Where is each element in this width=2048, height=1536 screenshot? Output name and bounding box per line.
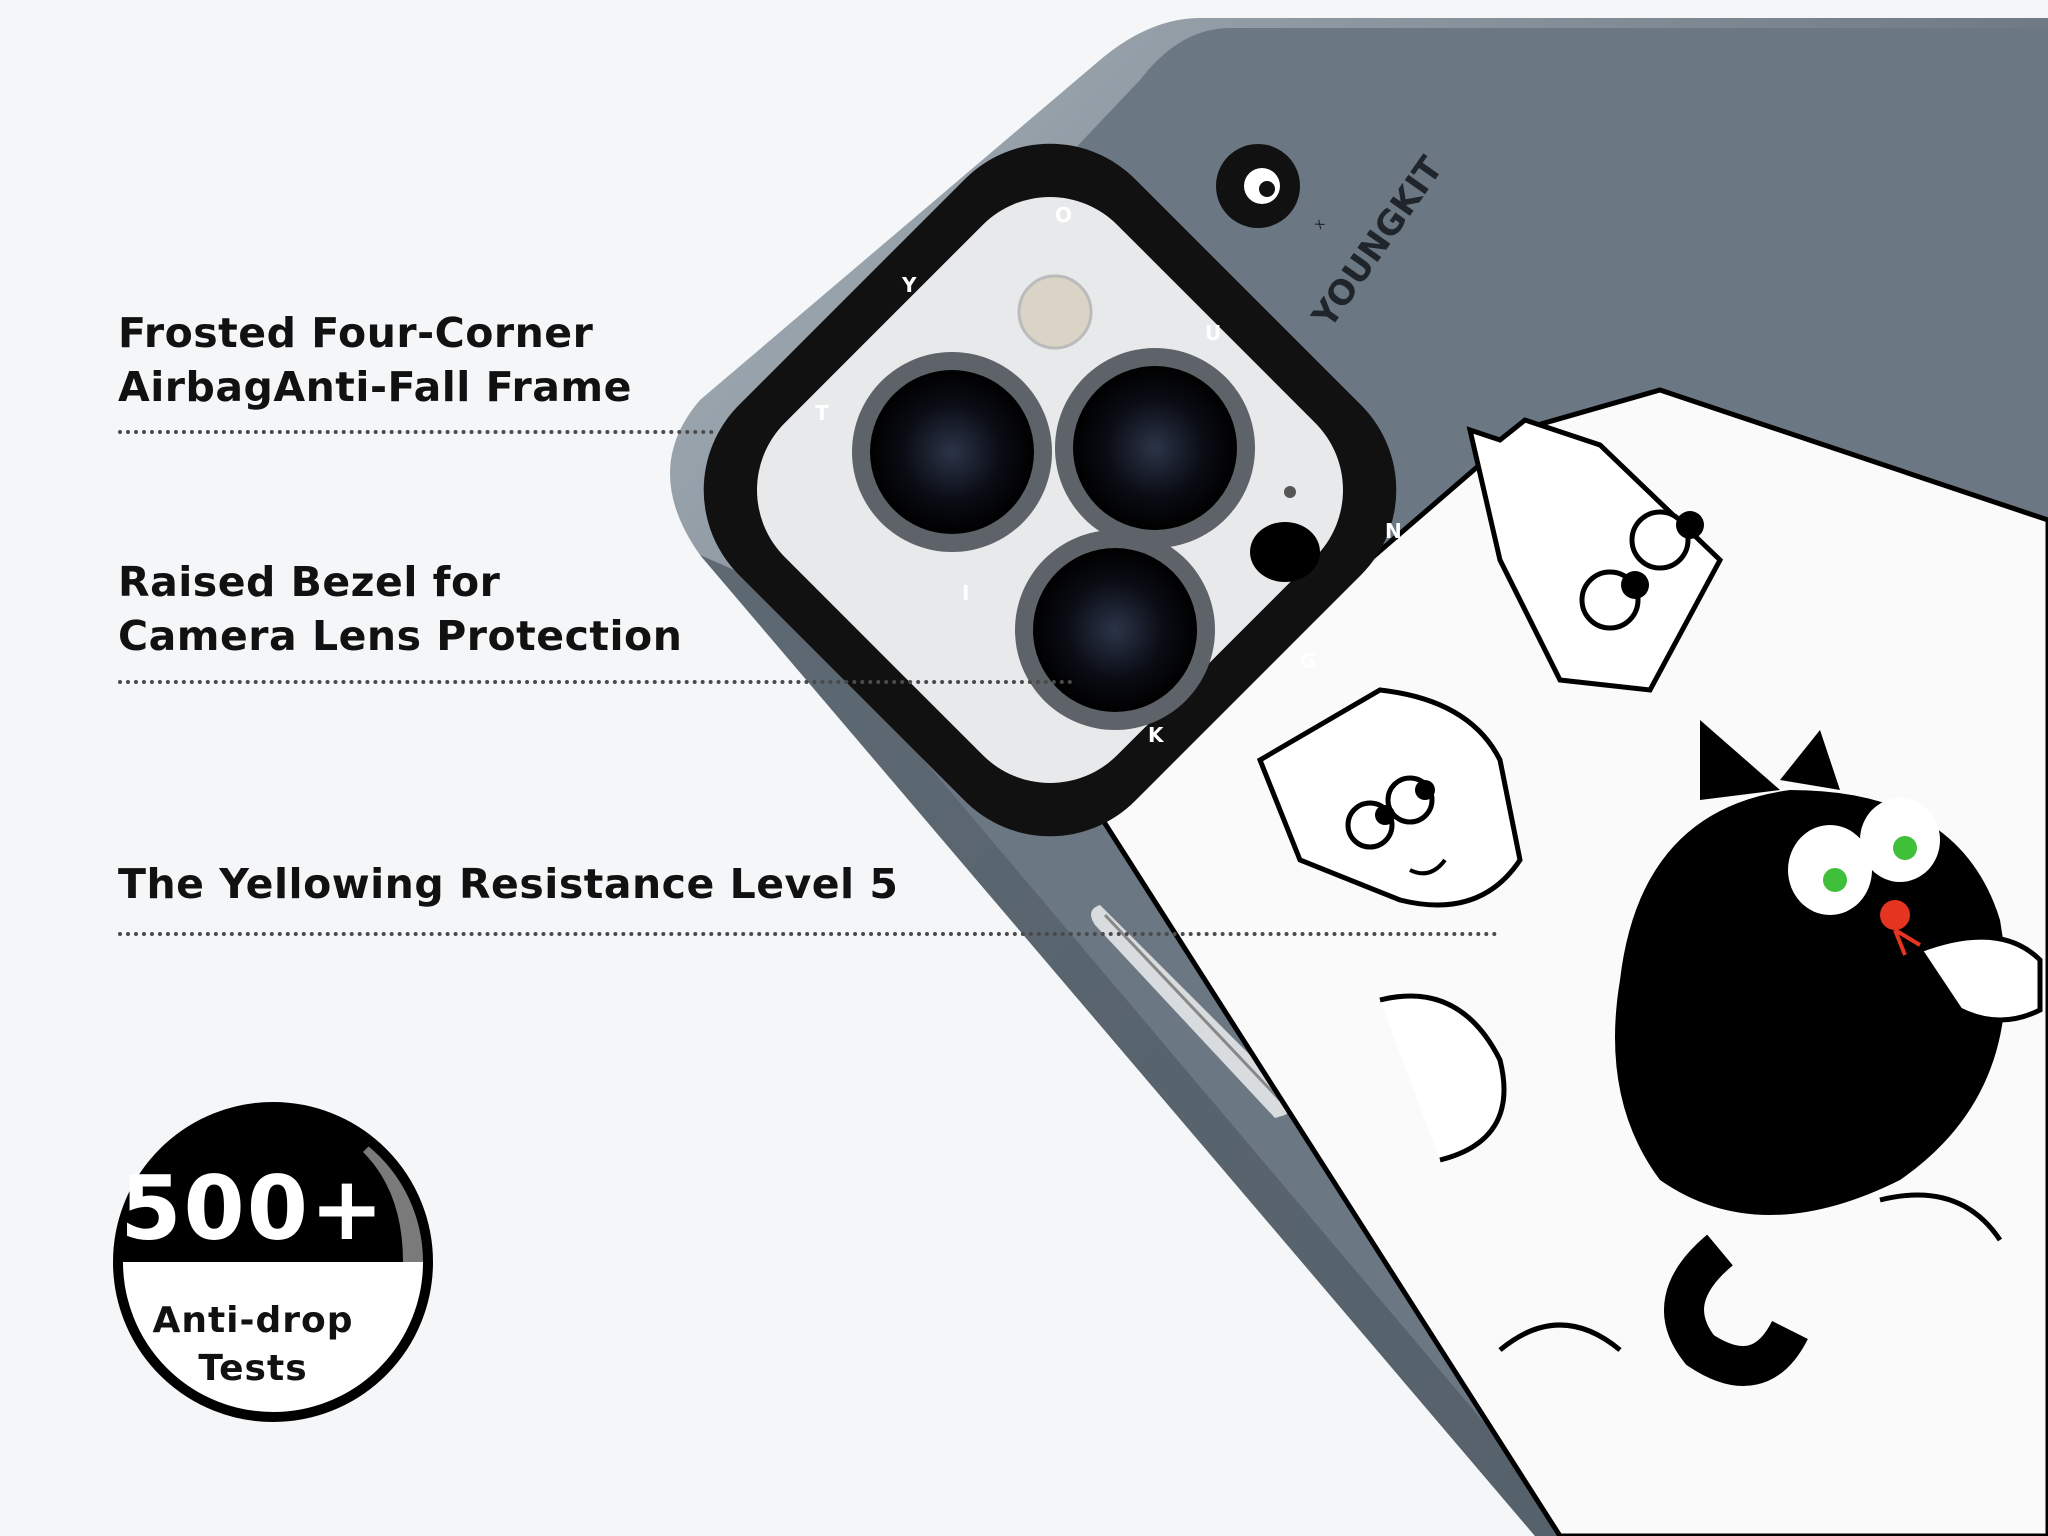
ring-letter-7: I (962, 581, 969, 605)
ring-letter-1: Y (901, 273, 917, 297)
ring-letter-8: T (815, 401, 829, 425)
lidar-sensor (1250, 522, 1320, 582)
cartoon-artwork (1086, 387, 2048, 1536)
feature-3-line-1: The Yellowing Resistance Level 5 (118, 860, 899, 908)
feature-raised-bezel: Raised Bezel for Camera Lens Protection (118, 555, 682, 663)
feature-yellowing-resistance: The Yellowing Resistance Level 5 (118, 857, 898, 911)
case-side-edge (700, 555, 1580, 1536)
camera-lens-3 (1015, 530, 1215, 730)
ring-letter-4: N (1385, 519, 1402, 543)
anti-drop-badge: 500+ Anti-drop Tests (113, 1102, 437, 1426)
badge-label-line-2: Tests (198, 1348, 308, 1389)
feature-2-line-1: Raised Bezel for (118, 558, 501, 606)
black-cat-character (1615, 720, 2043, 1386)
camera-flash (1017, 274, 1093, 350)
ring-letter-5: G (1300, 649, 1316, 673)
badge-label: Anti-drop Tests (113, 1297, 393, 1393)
feature-2-leader-line (118, 680, 1073, 684)
feature-2-line-2: Camera Lens Protection (118, 612, 683, 660)
badge-number: 500+ (120, 1157, 386, 1260)
collab-logo-icon (1216, 144, 1300, 228)
feature-1-line-2: AirbagAnti-Fall Frame (118, 363, 632, 411)
camera-lens-1 (852, 352, 1052, 552)
feature-1-line-1: Frosted Four-Corner (118, 309, 594, 357)
ring-letter-6: K (1148, 723, 1165, 747)
feature-frosted-frame: Frosted Four-Corner AirbagAnti-Fall Fram… (118, 306, 632, 414)
camera-lens-2 (1055, 348, 1255, 548)
ring-letter-3: U (1205, 321, 1221, 345)
camera-module: Y O U N G K I T (703, 143, 1402, 837)
feature-1-leader-line (118, 430, 714, 434)
side-button[interactable] (1091, 905, 1293, 1118)
badge-circle-icon (113, 1102, 433, 1422)
badge-label-line-1: Anti-drop (152, 1300, 354, 1341)
ring-letter-2: O (1055, 203, 1072, 227)
feature-3-leader-line (118, 932, 1498, 936)
